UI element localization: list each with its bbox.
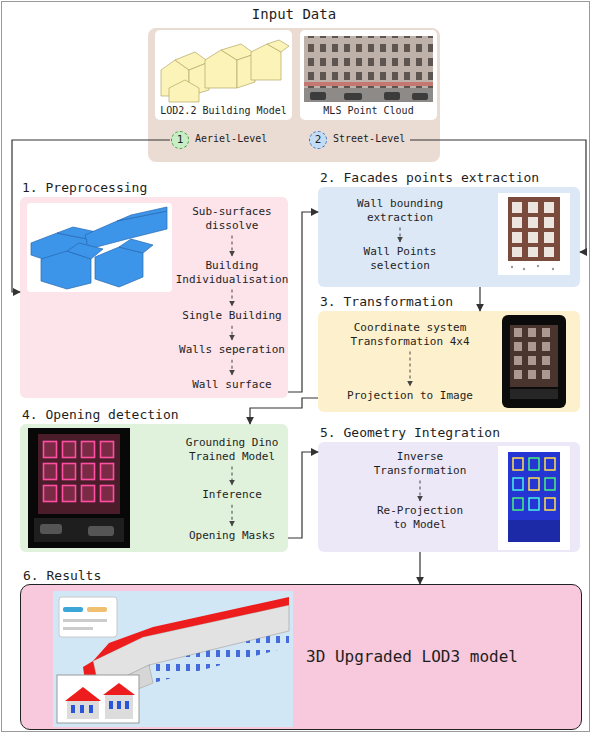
callout-number: 2 <box>309 131 327 149</box>
level-marker: 2 Street-Level <box>309 131 406 149</box>
step-arrows <box>318 442 580 552</box>
building-model-image <box>27 203 172 292</box>
transformation-panel: 3. TransformationCoordinate system Trans… <box>318 311 580 412</box>
image-caption: MLS Point Cloud <box>300 105 437 117</box>
flow-connector <box>288 452 318 538</box>
projected-image <box>502 315 566 408</box>
image-caption: LOD2.2 Building Model <box>155 105 292 117</box>
step-text: Inverse Transformation <box>370 450 470 478</box>
step-text: Wall bounding extraction <box>335 197 465 225</box>
input-panel: Input Data1Aeriel-Level2Street-Level <box>148 28 440 162</box>
step-text: Grounding Dino Trained Model <box>174 436 290 464</box>
step-text: Coordinate system Transformation 4x4 <box>340 321 480 349</box>
flow-connector <box>410 140 586 252</box>
section-heading: 5. Geometry Integration <box>320 425 500 441</box>
step-arrow <box>232 467 233 486</box>
section-heading: 4. Opening detection <box>22 407 179 423</box>
step-arrow <box>410 352 411 387</box>
step-arrow <box>400 228 401 243</box>
section-heading: 1. Preprocessing <box>22 180 147 196</box>
integration-panel: 5. Geometry IntegrationInverse Transform… <box>318 442 580 552</box>
step-text: Opening Masks <box>174 529 290 543</box>
step-text: Building Individualisation <box>174 259 290 287</box>
flow-connector <box>288 212 318 392</box>
preprocessing-panel: 1. PreprocessingSub-surfaces dissolveBui… <box>20 197 288 398</box>
step-text: Wall Points selection <box>335 245 465 273</box>
step-text: Inference <box>174 488 290 502</box>
step-text: Wall surface <box>174 378 290 392</box>
flow-connector <box>419 552 420 584</box>
section-heading: 6. Results <box>23 568 101 584</box>
detection-image <box>28 428 130 548</box>
results-panel: 6. Results3D Upgraded LOD3 model <box>20 584 582 730</box>
flow-connector <box>12 140 170 292</box>
flow-connector <box>479 287 480 311</box>
lod3-result-image <box>53 591 293 727</box>
section-heading: 3. Transformation <box>320 294 453 310</box>
result-text: 3D Upgraded LOD3 model <box>306 647 566 667</box>
detection-panel: 4. Opening detectionGrounding Dino Train… <box>20 424 288 552</box>
step-arrow <box>420 481 421 502</box>
section-heading: 2. Facades points extraction <box>320 170 539 186</box>
step-arrow <box>232 236 233 257</box>
step-text: Projection to Image <box>340 389 480 403</box>
level-marker: 1 Aeriel-Level <box>171 131 268 149</box>
extraction-panel: 2. Facades points extractionWall boundin… <box>318 187 580 287</box>
level-label: Street-Level <box>333 133 405 146</box>
step-arrow <box>232 505 233 526</box>
step-text: Walls seperation <box>174 343 290 357</box>
step-arrow <box>232 290 233 307</box>
callout-number: 1 <box>171 131 189 149</box>
step-arrow <box>232 360 233 375</box>
step-text: Single Building <box>174 309 290 323</box>
facade-points-image <box>498 193 570 275</box>
step-text: Sub-surfaces dissolve <box>174 205 290 233</box>
step-text: Re-Projection to Model <box>370 504 470 532</box>
step-arrow <box>232 326 233 340</box>
level-label: Aeriel-Level <box>195 133 267 146</box>
integration-image <box>498 446 570 550</box>
panel-title: Input Data <box>148 6 440 24</box>
flow-connector <box>250 398 318 424</box>
